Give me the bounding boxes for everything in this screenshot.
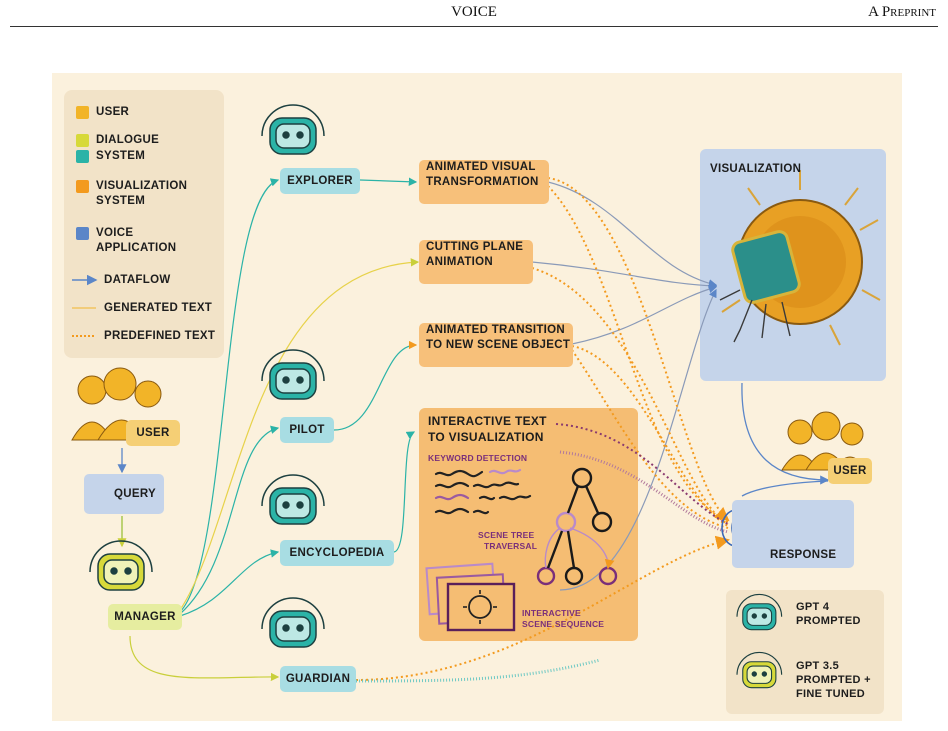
- explorer-node: EXPLORER: [280, 168, 360, 194]
- interactive-text-title-1: INTERACTIVE TEXT: [428, 414, 547, 428]
- keyword-detection-label: KEYWORD DETECTION: [428, 453, 528, 463]
- legend-swatch-dialogue: [76, 134, 89, 147]
- keyword-scribbles: [434, 468, 532, 515]
- legend-swatch-user: [76, 106, 89, 119]
- gpt35-line1: GPT 3.5: [796, 660, 840, 672]
- header-title: VOICE: [451, 4, 497, 20]
- gpt4-label: GPT 4 PROMPTED: [796, 600, 861, 628]
- scene-tree-label-2: TRAVERSAL: [484, 541, 538, 551]
- edge-encyclopedia-interactive: [393, 431, 416, 553]
- visualization-illustration: [719, 170, 881, 346]
- animated-transition-line2: TO NEW SCENE OBJECT: [426, 339, 571, 351]
- legend-swatch-visualization: [76, 180, 89, 193]
- legend-system: SYSTEM: [96, 150, 146, 162]
- gpt35-line3: FINE TUNED: [796, 688, 865, 700]
- user-node-right: USER: [828, 458, 872, 484]
- robot-icons: [89, 104, 783, 689]
- cutting-plane-line2: ANIMATION: [426, 256, 494, 268]
- scene-tree-graph: [536, 467, 618, 586]
- legend-swatch-system: [76, 150, 89, 163]
- legend-dialogue: DIALOGUE: [96, 134, 160, 146]
- legend-predefined-text: PREDEFINED TEXT: [104, 330, 216, 342]
- encyclopedia-node: ENCYCLOPEDIA: [280, 540, 394, 566]
- interactive-text-title-2: TO VISUALIZATION: [428, 430, 544, 444]
- header-right: A Preprint: [868, 4, 936, 20]
- animated-transition-line1: ANIMATED TRANSITION: [426, 324, 566, 336]
- pilot-node: PILOT: [280, 417, 334, 443]
- edge-explorer-transform: [359, 177, 418, 186]
- header-rule: [10, 26, 938, 27]
- predefined-text-edges: [355, 177, 730, 681]
- gpt4-line2: PROMPTED: [796, 615, 861, 627]
- legend-box: [64, 90, 224, 358]
- edge-visualization-user: [741, 382, 830, 485]
- guardian-node: GUARDIAN: [280, 666, 356, 692]
- animated-visual-line2: TRANSFORMATION: [426, 176, 539, 188]
- gpt35-line2: PROMPTED +: [796, 674, 871, 686]
- edge-manager-cutting: [179, 258, 420, 611]
- response-label: RESPONSE: [770, 549, 837, 561]
- legend-swatch-voice: [76, 227, 89, 240]
- scene-sequence-label-1: INTERACTIVE: [522, 608, 581, 618]
- legend-line-samples: [72, 274, 98, 337]
- scene-tree-label-1: SCENE TREE: [478, 530, 535, 540]
- manager-node: MANAGER: [108, 604, 182, 630]
- scene-sequence-label-2: SCENE SEQUENCE: [522, 619, 605, 629]
- edge-manager-encyclopedia: [179, 549, 280, 617]
- edge-manager-guardian: [129, 635, 280, 682]
- animated-visual-line1: ANIMATED VISUAL: [426, 161, 536, 173]
- legend-voice-application: VOICE APPLICATION: [96, 227, 177, 254]
- edge-pilot-transition: [333, 340, 418, 431]
- legend-visualization-system: VISUALIZATION SYSTEM: [96, 180, 188, 207]
- visualization-title: VISUALIZATION: [710, 163, 802, 175]
- page-header: VOICE A Preprint: [0, 0, 948, 30]
- edge-manager-explorer: [179, 178, 280, 613]
- edge-manager-pilot: [179, 425, 280, 615]
- response-node: [732, 500, 854, 568]
- legend-dataflow: DATAFLOW: [104, 274, 171, 286]
- legend-user: USER: [96, 106, 130, 118]
- gpt35-label: GPT 3.5 PROMPTED + FINE TUNED: [796, 659, 871, 701]
- animated-transition-node: ANIMATED TRANSITION TO NEW SCENE OBJECT: [419, 323, 573, 367]
- cutting-plane-node: CUTTING PLANE ANIMATION: [419, 240, 533, 284]
- scene-sequence-cards: [425, 562, 516, 632]
- cutting-plane-line1: CUTTING PLANE: [426, 241, 524, 253]
- legend-generated-text: GENERATED TEXT: [104, 302, 213, 314]
- user-node-left: USER: [126, 420, 180, 446]
- query-node: QUERY: [84, 474, 164, 514]
- gpt4-line1: GPT 4: [796, 601, 830, 613]
- animated-visual-transformation-node: ANIMATED VISUAL TRANSFORMATION: [419, 160, 549, 204]
